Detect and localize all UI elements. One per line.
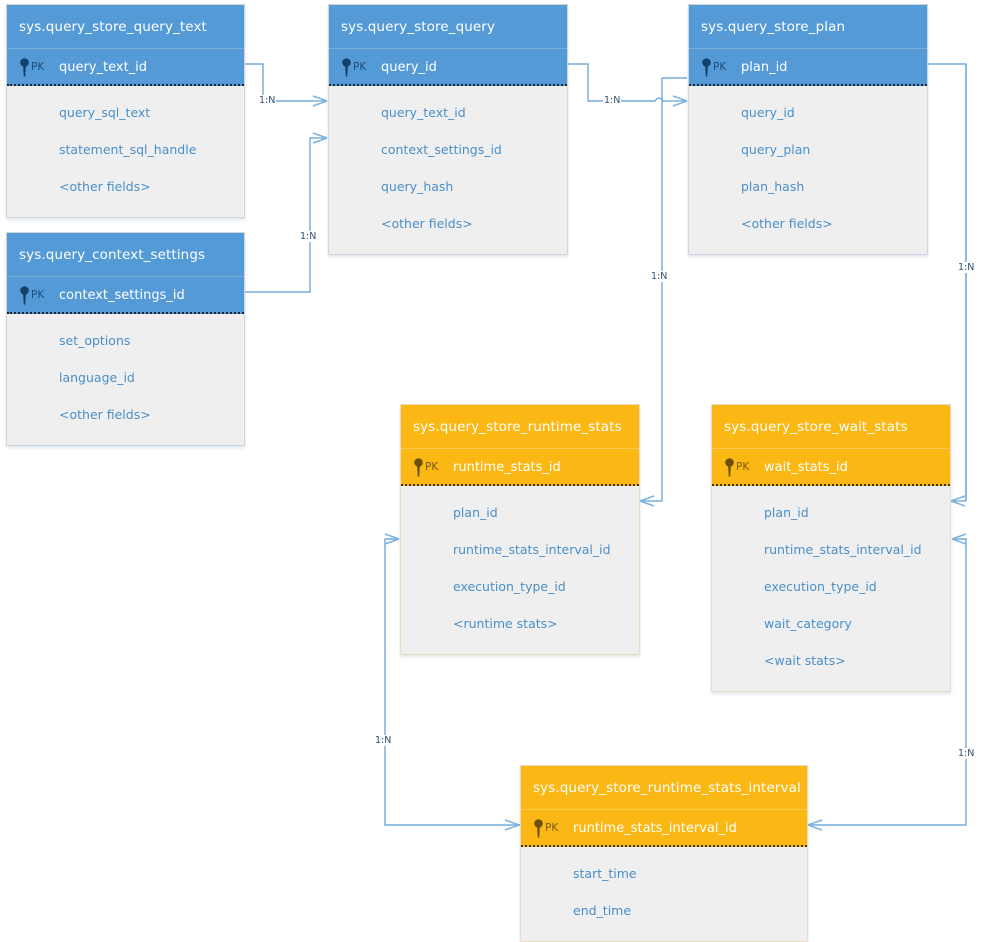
field-row: plan_hash xyxy=(741,179,805,194)
field-row: <other fields> xyxy=(381,216,473,231)
pk-tag: PK xyxy=(425,461,439,473)
entity-title: sys.query_store_query xyxy=(329,5,567,49)
entity-pk-row[interactable]: PK plan_id xyxy=(689,49,927,86)
field-row: <wait stats> xyxy=(764,653,846,668)
pk-name: plan_id xyxy=(741,60,788,75)
entity-pk-row[interactable]: PK query_text_id xyxy=(7,49,244,86)
connector-query-to-plan xyxy=(568,63,688,107)
entity-query-store-query[interactable]: sys.query_store_query PK query_id query_… xyxy=(328,4,568,255)
entity-field-list: plan_id runtime_stats_interval_id execut… xyxy=(401,486,639,654)
entity-field-list: query_text_id context_settings_id query_… xyxy=(329,86,567,254)
entity-query-store-runtime-stats[interactable]: sys.query_store_runtime_stats PK runtime… xyxy=(400,404,640,655)
entity-pk-row[interactable]: PK runtime_stats_id xyxy=(401,449,639,486)
pk-name: context_settings_id xyxy=(59,288,185,303)
entity-field-list: start_time end_time xyxy=(521,847,807,941)
field-row: query_sql_text xyxy=(59,105,151,120)
entity-title: sys.query_store_query_text xyxy=(7,5,244,49)
entity-title: sys.query_store_wait_stats xyxy=(712,405,950,449)
key-icon xyxy=(725,458,734,477)
key-icon xyxy=(20,286,29,305)
entity-pk-row[interactable]: PK runtime_stats_interval_id xyxy=(521,810,807,847)
field-row: execution_type_id xyxy=(764,579,877,594)
field-row: start_time xyxy=(573,866,637,881)
field-row: <other fields> xyxy=(59,179,151,194)
entity-field-list: query_sql_text statement_sql_handle <oth… xyxy=(7,86,244,217)
field-row: <other fields> xyxy=(59,407,151,422)
entity-pk-row[interactable]: PK wait_stats_id xyxy=(712,449,950,486)
connector-plan-to-runtime-stats xyxy=(639,77,687,507)
pk-tag: PK xyxy=(713,61,727,73)
entity-field-list: query_id query_plan plan_hash <other fie… xyxy=(689,86,927,254)
entity-query-store-query-text[interactable]: sys.query_store_query_text PK query_text… xyxy=(6,4,245,218)
key-icon xyxy=(342,58,351,77)
field-row: set_options xyxy=(59,333,131,348)
field-row: plan_id xyxy=(764,505,809,520)
field-row: query_hash xyxy=(381,179,454,194)
pk-name: runtime_stats_id xyxy=(453,460,561,475)
field-row: execution_type_id xyxy=(453,579,566,594)
pk-tag: PK xyxy=(353,61,367,73)
entity-query-store-runtime-stats-interval[interactable]: sys.query_store_runtime_stats_interval P… xyxy=(520,765,808,942)
field-row: <other fields> xyxy=(741,216,833,231)
entity-title: sys.query_store_plan xyxy=(689,5,927,49)
key-icon xyxy=(20,58,29,77)
cardinality-plan-to-runtime-stats: 1:N xyxy=(650,271,669,282)
cardinality-query-to-plan: 1:N xyxy=(603,95,622,106)
entity-query-store-wait-stats[interactable]: sys.query_store_wait_stats PK wait_stats… xyxy=(711,404,951,692)
pk-tag: PK xyxy=(545,822,559,834)
field-row: end_time xyxy=(573,903,632,918)
pk-tag: PK xyxy=(736,461,750,473)
entity-pk-row[interactable]: PK query_id xyxy=(329,49,567,86)
key-icon xyxy=(534,819,543,838)
cardinality-context-to-query: 1:N xyxy=(299,231,318,242)
cardinality-interval-to-wait-stats: 1:N xyxy=(957,748,976,759)
field-row: plan_id xyxy=(453,505,498,520)
pk-name: runtime_stats_interval_id xyxy=(573,821,737,836)
entity-title: sys.query_context_settings xyxy=(7,233,244,277)
entity-field-list: set_options language_id <other fields> xyxy=(7,314,244,445)
entity-title: sys.query_store_runtime_stats_interval xyxy=(521,766,807,810)
cardinality-interval-to-runtime-stats: 1:N xyxy=(374,735,393,746)
pk-name: query_text_id xyxy=(59,60,148,75)
cardinality-plan-to-wait-stats: 1:N xyxy=(957,262,976,273)
field-row: query_text_id xyxy=(381,105,466,120)
entity-title: sys.query_store_runtime_stats xyxy=(401,405,639,449)
field-row: language_id xyxy=(59,370,135,385)
entity-query-store-plan[interactable]: sys.query_store_plan PK plan_id query_id… xyxy=(688,4,928,255)
pk-name: wait_stats_id xyxy=(764,460,848,475)
connector-context-to-query xyxy=(245,132,328,293)
entity-field-list: plan_id runtime_stats_interval_id execut… xyxy=(712,486,950,691)
entity-pk-row[interactable]: PK context_settings_id xyxy=(7,277,244,314)
field-row: statement_sql_handle xyxy=(59,142,197,157)
field-row: runtime_stats_interval_id xyxy=(453,542,611,557)
cardinality-query-text-to-query: 1:N xyxy=(258,95,277,106)
field-row: runtime_stats_interval_id xyxy=(764,542,922,557)
pk-tag: PK xyxy=(31,61,45,73)
key-icon xyxy=(414,458,423,477)
field-row: query_id xyxy=(741,105,795,120)
pk-name: query_id xyxy=(381,60,437,75)
field-row: query_plan xyxy=(741,142,811,157)
pk-tag: PK xyxy=(31,289,45,301)
key-icon xyxy=(702,58,711,77)
field-row: context_settings_id xyxy=(381,142,502,157)
field-row: wait_category xyxy=(764,616,852,631)
field-row: <runtime stats> xyxy=(453,616,558,631)
entity-query-context-settings[interactable]: sys.query_context_settings PK context_se… xyxy=(6,232,245,446)
